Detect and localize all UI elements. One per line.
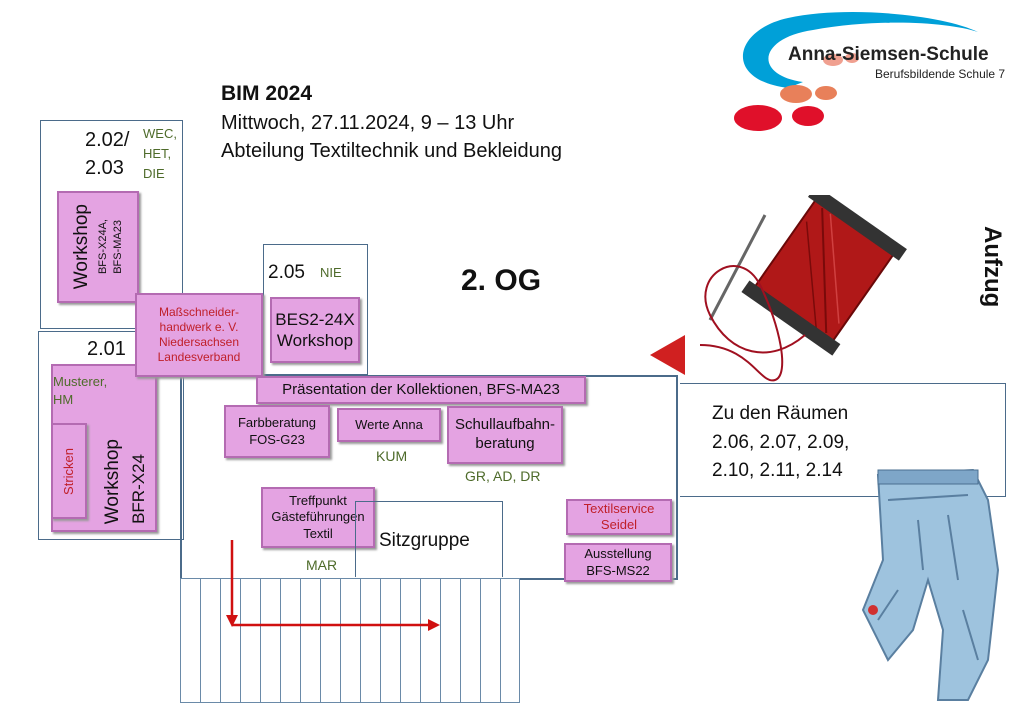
praesentation-stand[interactable]: Präsentation der Kollektionen, BFS-MA23 (256, 376, 586, 404)
room-tag: Musterer, (53, 374, 108, 389)
sitzgruppe-label: Sitzgruppe (379, 530, 470, 551)
stand-line: Textil (303, 525, 333, 541)
directions-rooms: 2.10, 2.11, 2.14 (712, 460, 843, 481)
schullaufbahn-tags: GR, AD, DR (465, 468, 541, 484)
room-tag: HM (53, 392, 74, 407)
room-number: 2.01 (87, 338, 126, 360)
room-tag: HET, (143, 146, 172, 161)
textilservice-stand[interactable]: Textilservice Seidel (566, 499, 672, 535)
stand-label: Werte Anna (355, 416, 423, 432)
jeans-illustration (861, 468, 1000, 701)
thread-spool-illustration (650, 195, 907, 382)
workshop-title: Workshop (70, 204, 92, 290)
room-number: 2.03 (85, 157, 124, 179)
workshop-line: Workshop (276, 331, 354, 350)
stand-label: Präsentation der Kollektionen, BFS-MA23 (282, 380, 560, 398)
department: Abteilung Textiltechnik und Bekleidung (221, 140, 562, 162)
stand-line: BFS-MS22 (586, 562, 650, 578)
event-datetime: Mittwoch, 27.11.2024, 9 – 13 Uhr (221, 112, 515, 134)
stand-line: Farbberatung (237, 415, 317, 431)
stairs-arrow (226, 540, 440, 631)
staircase (180, 578, 520, 703)
room-tag: NIE (320, 265, 342, 280)
workshop-class: BFR-X24 (128, 454, 148, 524)
school-logo: Anna-Siemsen-Schule Berufsbildende Schul… (728, 10, 1018, 135)
directions-title: Zu den Räumen (712, 403, 849, 424)
room-205: 2.05 NIE BES2-24X Workshop (263, 244, 368, 375)
room-tag: WEC, (143, 126, 177, 141)
stand-line: Ausstellung (584, 546, 652, 562)
stand-line: handwerk e. V. (159, 320, 239, 334)
stand-line: Niedersachsen (158, 335, 240, 349)
directions-rooms: 2.06, 2.07, 2.09, (712, 432, 850, 453)
treffpunkt-stand[interactable]: Treffpunkt Gästeführungen Textil (261, 487, 375, 548)
stand-line: Seidel (600, 517, 638, 532)
ausstellung-stand[interactable]: Ausstellung BFS-MS22 (564, 543, 672, 582)
stand-line: Maßschneider- (158, 305, 240, 319)
stand-line: FOS-G23 (249, 431, 305, 447)
stand-line: Textilservice (583, 500, 655, 516)
elevator-label: Aufzug (979, 226, 1006, 308)
stand-line: Landesverband (157, 350, 241, 364)
workshop-title: Workshop (102, 438, 123, 524)
corridor-outline (680, 383, 1006, 497)
floor-label: 2. OG (461, 264, 542, 297)
farbberatung-stand[interactable]: Farbberatung FOS-G23 (224, 405, 330, 458)
school-name: Anna-Siemsen-Schule (788, 44, 989, 65)
workshop-box[interactable]: BES2-24X Workshop (270, 297, 360, 363)
workshop-box[interactable]: Workshop BFS-X24A, BFS-MA23 (57, 191, 139, 303)
school-subtitle: Berufsbildende Schule 7 (875, 67, 1006, 81)
workshop-class: BFS-X24A, (96, 219, 109, 275)
kum-tag: KUM (376, 448, 408, 464)
room-number: 2.05 (268, 262, 305, 283)
stricken-box[interactable]: Stricken (51, 423, 87, 519)
werte-anna-stand[interactable]: Werte Anna (337, 408, 441, 442)
workshop-class: BFS-MA23 (112, 220, 125, 274)
mar-tag: MAR (306, 557, 338, 573)
event-title: BIM 2024 (221, 82, 313, 105)
stricken-label: Stricken (60, 447, 76, 495)
stand-line: Gästeführungen (271, 509, 365, 525)
massschneider-stand[interactable]: Maßschneider- handwerk e. V. Niedersachs… (135, 293, 263, 377)
room-number: 2.02/ (85, 129, 130, 151)
schullaufbahn-stand[interactable]: Schullaufbahn- beratung (447, 406, 563, 464)
stand-line: Schullaufbahn- (454, 416, 556, 434)
sitzgruppe-area (355, 501, 503, 577)
room-tag: DIE (143, 166, 165, 181)
logo-graphic (734, 12, 978, 131)
stand-line: Treffpunkt (289, 493, 347, 509)
stand-line: beratung (475, 435, 535, 452)
workshop-line: BES2-24X (275, 309, 355, 329)
